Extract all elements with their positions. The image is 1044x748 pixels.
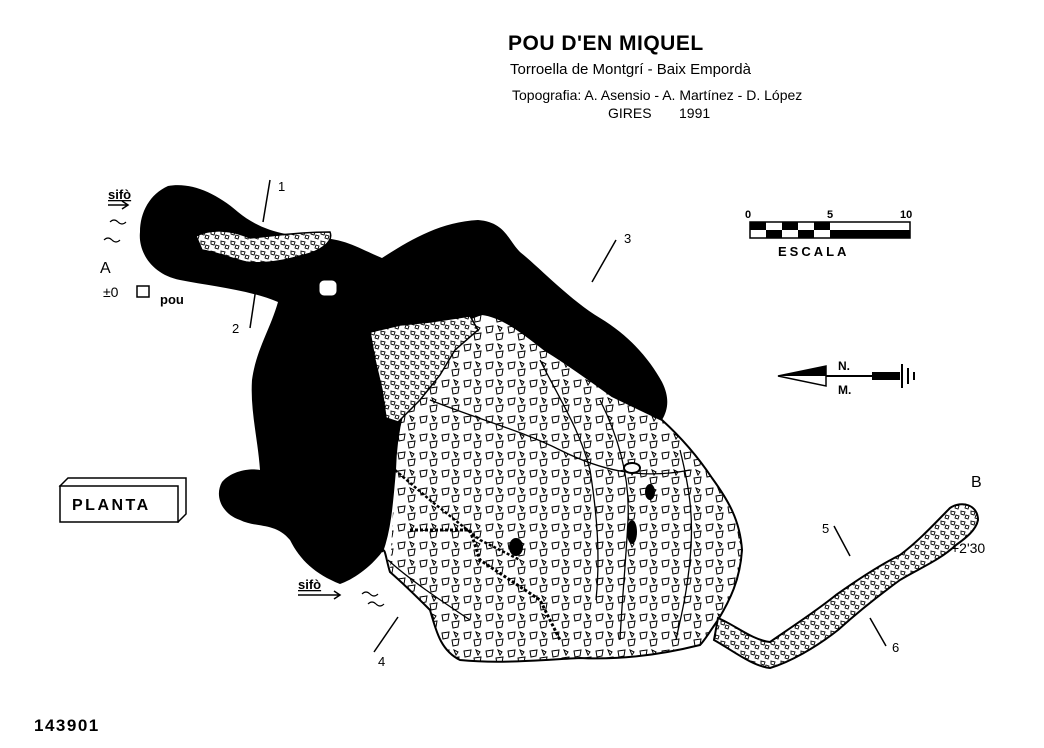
stalagmite	[509, 538, 523, 556]
water-flow-icon	[103, 219, 127, 243]
section-line-6	[869, 617, 887, 647]
pool	[623, 462, 641, 474]
map-location: Torroella de Montgrí - Baix Empordà	[510, 61, 751, 78]
point-a-elevation: ±0	[103, 284, 119, 300]
water-flow-icon	[361, 591, 385, 607]
arrow-icon	[108, 200, 130, 210]
scale-label: ESCALA	[778, 244, 849, 259]
section-label-4: 4	[378, 654, 385, 669]
section-line-1	[262, 179, 271, 223]
point-b-elevation: +2'30	[951, 540, 985, 556]
north-arrow: N. M.	[777, 359, 915, 397]
arrow-icon	[298, 590, 342, 600]
survey-year: 1991	[679, 105, 711, 121]
view-label-box: PLANTA	[58, 477, 187, 523]
map-title: POU D'EN MIQUEL	[508, 32, 704, 55]
scale-tick-0: 0	[745, 209, 751, 221]
section-label-2: 2	[232, 321, 239, 336]
siphon-label-bottom: sifò	[298, 577, 321, 592]
scale-tick-5: 5	[827, 209, 833, 221]
section-line-4	[373, 616, 399, 653]
view-label: PLANTA	[72, 497, 151, 514]
siphon-label-top: sifò	[108, 187, 131, 202]
well-hole	[318, 279, 338, 297]
scale-bar: 0 5 10 ESCALA	[745, 209, 912, 259]
section-label-5: 5	[822, 521, 829, 536]
point-b-label: B	[971, 474, 982, 491]
section-label-1: 1	[278, 179, 285, 194]
north-label: N.	[838, 359, 850, 373]
stalagmite	[627, 520, 637, 544]
stalagmite	[645, 484, 655, 500]
section-line-3	[591, 239, 617, 283]
section-line-5	[833, 525, 851, 557]
survey-group: GIRES	[608, 105, 652, 121]
survey-credits: Topografia: A. Asensio - A. Martínez - D…	[512, 87, 803, 103]
point-a-label: A	[100, 260, 111, 277]
magnetic-label: M.	[838, 383, 851, 397]
section-label-6: 6	[892, 640, 899, 655]
well-label: pou	[160, 292, 184, 307]
well-marker-icon	[136, 285, 150, 298]
scale-tick-10: 10	[900, 209, 912, 221]
section-line-2	[249, 287, 257, 329]
section-label-3: 3	[624, 231, 631, 246]
sheet-id: 143901	[34, 716, 100, 735]
